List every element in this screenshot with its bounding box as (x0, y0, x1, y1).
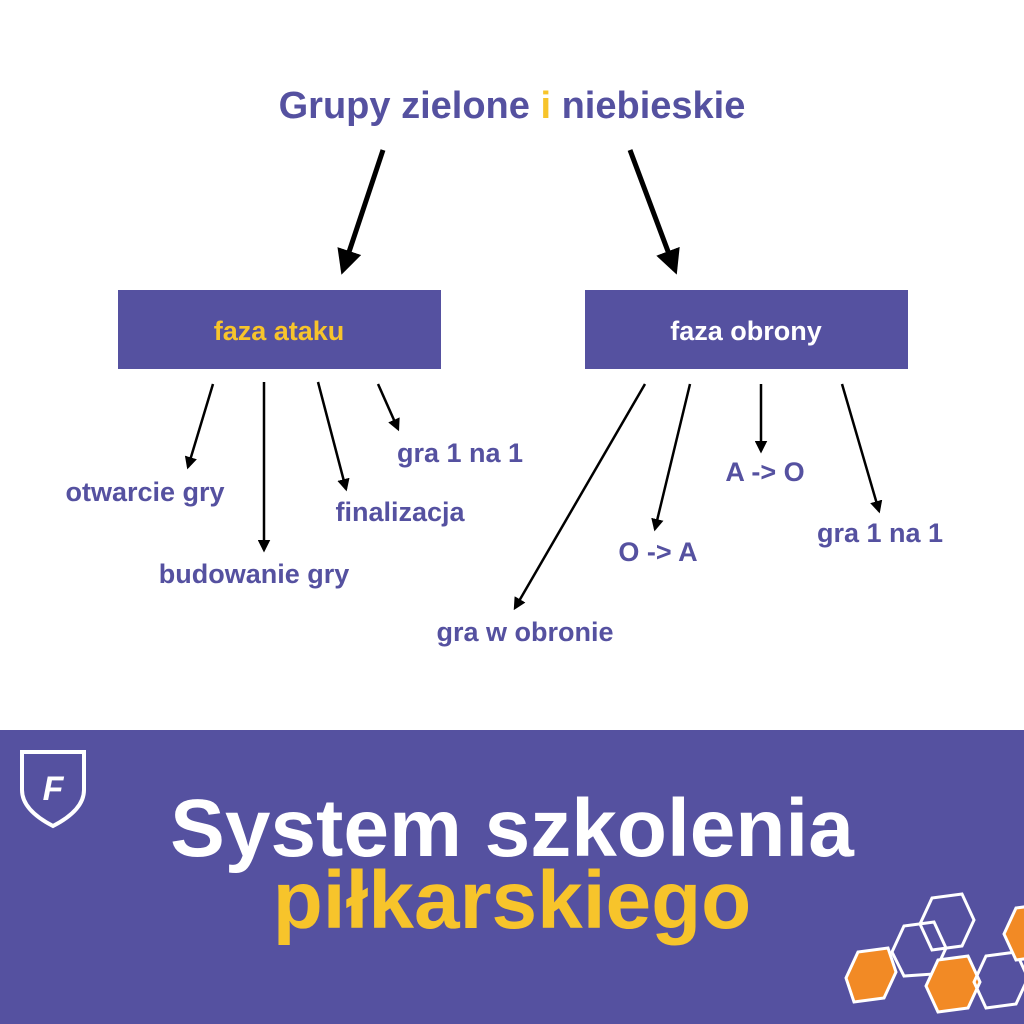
defense-item: A -> O (725, 457, 804, 487)
shield-logo-icon: F (20, 750, 86, 829)
banner: F System szkolenia piłkarskiego (0, 730, 1024, 1024)
arrow (651, 383, 692, 532)
banner-title-line2: piłkarskiego (273, 855, 752, 946)
defense-phase-label: faza obrony (670, 316, 822, 346)
diagram-title: Grupy zielone i niebieskie (279, 85, 746, 127)
attack-phase-label: faza ataku (214, 316, 345, 346)
arrow (316, 381, 350, 492)
hexagon-decoration (844, 892, 1024, 1014)
attack-item: finalizacja (335, 497, 465, 527)
attack-item: budowanie gry (159, 559, 350, 589)
arrow (840, 383, 883, 514)
attack-phase-box: faza ataku (118, 290, 441, 369)
arrow (513, 383, 647, 611)
arrow (376, 383, 400, 432)
defense-item: O -> A (618, 537, 697, 567)
defense-phase-box: faza obrony (585, 290, 908, 369)
arrow-to-defense (627, 149, 680, 275)
banner-title-line1: System szkolenia (170, 783, 855, 874)
defense-item: gra 1 na 1 (817, 518, 943, 548)
logo-letter: F (43, 770, 65, 808)
defense-item: gra w obronie (436, 617, 613, 647)
arrow (184, 383, 215, 470)
attack-item: gra 1 na 1 (397, 438, 523, 468)
attack-item: otwarcie gry (65, 477, 224, 507)
arrow-to-attack (337, 149, 386, 275)
